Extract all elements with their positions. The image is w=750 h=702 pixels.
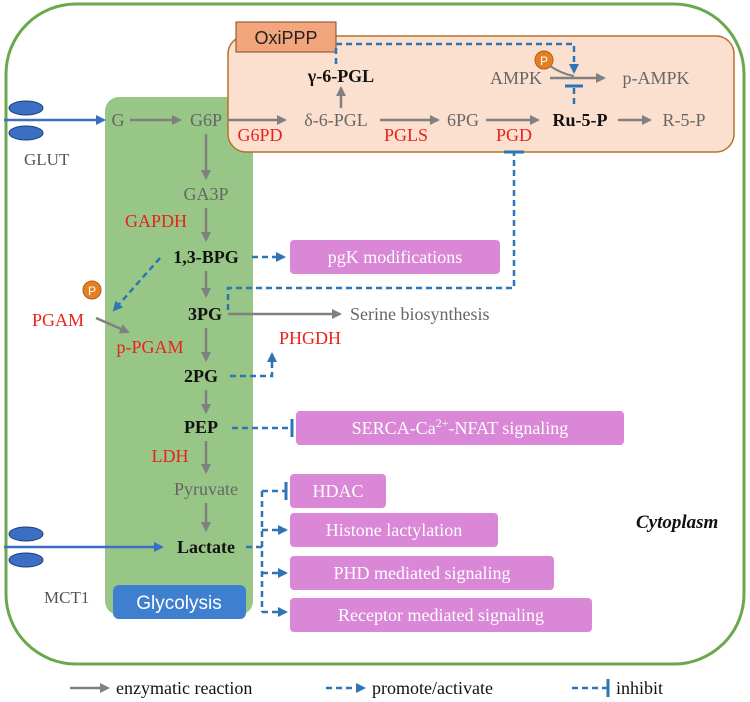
- mct1-transporter-bottom: [8, 552, 44, 568]
- arrow-phospho-ampk: [549, 65, 575, 77]
- glut-transporter-top: [8, 100, 44, 116]
- cytoplasm-label: Cytoplasm: [636, 512, 718, 533]
- metabolite-pep: PEP: [184, 417, 218, 437]
- metabolite-lactate: Lactate: [177, 537, 235, 557]
- pgam-phospho-letter: P: [88, 284, 96, 298]
- effect-receptor: Receptor mediated signaling: [338, 605, 544, 625]
- activate-bpg13-ppgam: [112, 257, 161, 312]
- glycolysis-label: Glycolysis: [136, 593, 222, 614]
- effect-box-hdac: [290, 474, 386, 508]
- glut-label: GLUT: [24, 150, 70, 169]
- metabolite-g: G: [112, 110, 125, 130]
- effect-serca: SERCA-Ca2+-NFAT signaling: [352, 416, 569, 438]
- mct1-transporter-top: [8, 526, 44, 542]
- enzyme-g6pd: G6PD: [237, 125, 282, 145]
- metabolite-r5p: R-5-P: [662, 110, 705, 130]
- glycolysis-label-box: [113, 585, 246, 619]
- oxippp-box: [227, 35, 735, 153]
- metabolite-ru5p: Ru-5-P: [553, 110, 608, 130]
- arrow-pgam-ppgam: [95, 316, 130, 334]
- mct1-label: MCT1: [44, 588, 89, 607]
- effect-box-pgk: [290, 240, 500, 274]
- enzyme-p-pgam: p-PGAM: [116, 337, 183, 357]
- glycolysis-band: [105, 97, 253, 615]
- legend-inhibit-label: inhibit: [616, 678, 663, 698]
- effect-hdac: HDAC: [312, 481, 363, 501]
- metabolite-d6pgl: δ-6-PGL: [304, 110, 367, 130]
- oxippp-title: OxiPPP: [254, 28, 317, 48]
- metabolite-ga3p: GA3P: [183, 184, 228, 204]
- legend-promote-label: promote/activate: [372, 678, 493, 698]
- enzyme-pgd: PGD: [496, 125, 532, 145]
- metabolite-g6pgl: γ-6-PGL: [307, 66, 374, 86]
- ampk-phospho-letter: P: [540, 54, 548, 68]
- effect-phd: PHD mediated signaling: [334, 563, 511, 583]
- oxippp-title-box: [235, 21, 337, 53]
- enzyme-phgdh: PHGDH: [279, 328, 341, 348]
- metabolite-g6p: G6P: [190, 110, 222, 130]
- pgam-phospho-badge: [82, 280, 102, 300]
- glut-transporter-bottom: [8, 125, 44, 141]
- enzyme-pgam: PGAM: [32, 310, 84, 330]
- effect-box-serca: [296, 411, 624, 445]
- enzyme-gapdh: GAPDH: [125, 211, 187, 231]
- metabolite-3pg: 3PG: [188, 304, 222, 324]
- metabolite-13bpg: 1,3-BPG: [173, 247, 239, 267]
- activate-g6pgl-ampk: [334, 42, 579, 74]
- effect-box-receptor: [290, 598, 592, 632]
- legend-enzymatic-label: enzymatic reaction: [116, 678, 252, 698]
- effect-pgk: pgK modifications: [328, 247, 462, 267]
- cell-membrane: [4, 2, 746, 666]
- ampk-phospho-badge: [534, 50, 554, 70]
- enzyme-ldh: LDH: [152, 446, 189, 466]
- effect-box-histone: [290, 513, 498, 547]
- enzyme-pgls: PGLS: [384, 125, 428, 145]
- metabolite-ampk: AMPK: [490, 68, 542, 88]
- metabolite-serine: Serine biosynthesis: [350, 304, 490, 324]
- effect-histone: Histone lactylation: [326, 520, 462, 540]
- inhibit-3pg-pgd: [226, 152, 516, 310]
- metabolite-6pg: 6PG: [447, 110, 479, 130]
- metabolite-2pg: 2PG: [184, 366, 218, 386]
- metabolite-pampk: p-AMPK: [622, 68, 689, 88]
- activate-2pg-phgdh: [230, 352, 277, 378]
- effect-box-phd: [290, 556, 554, 590]
- metabolite-pyruvate: Pyruvate: [174, 479, 238, 499]
